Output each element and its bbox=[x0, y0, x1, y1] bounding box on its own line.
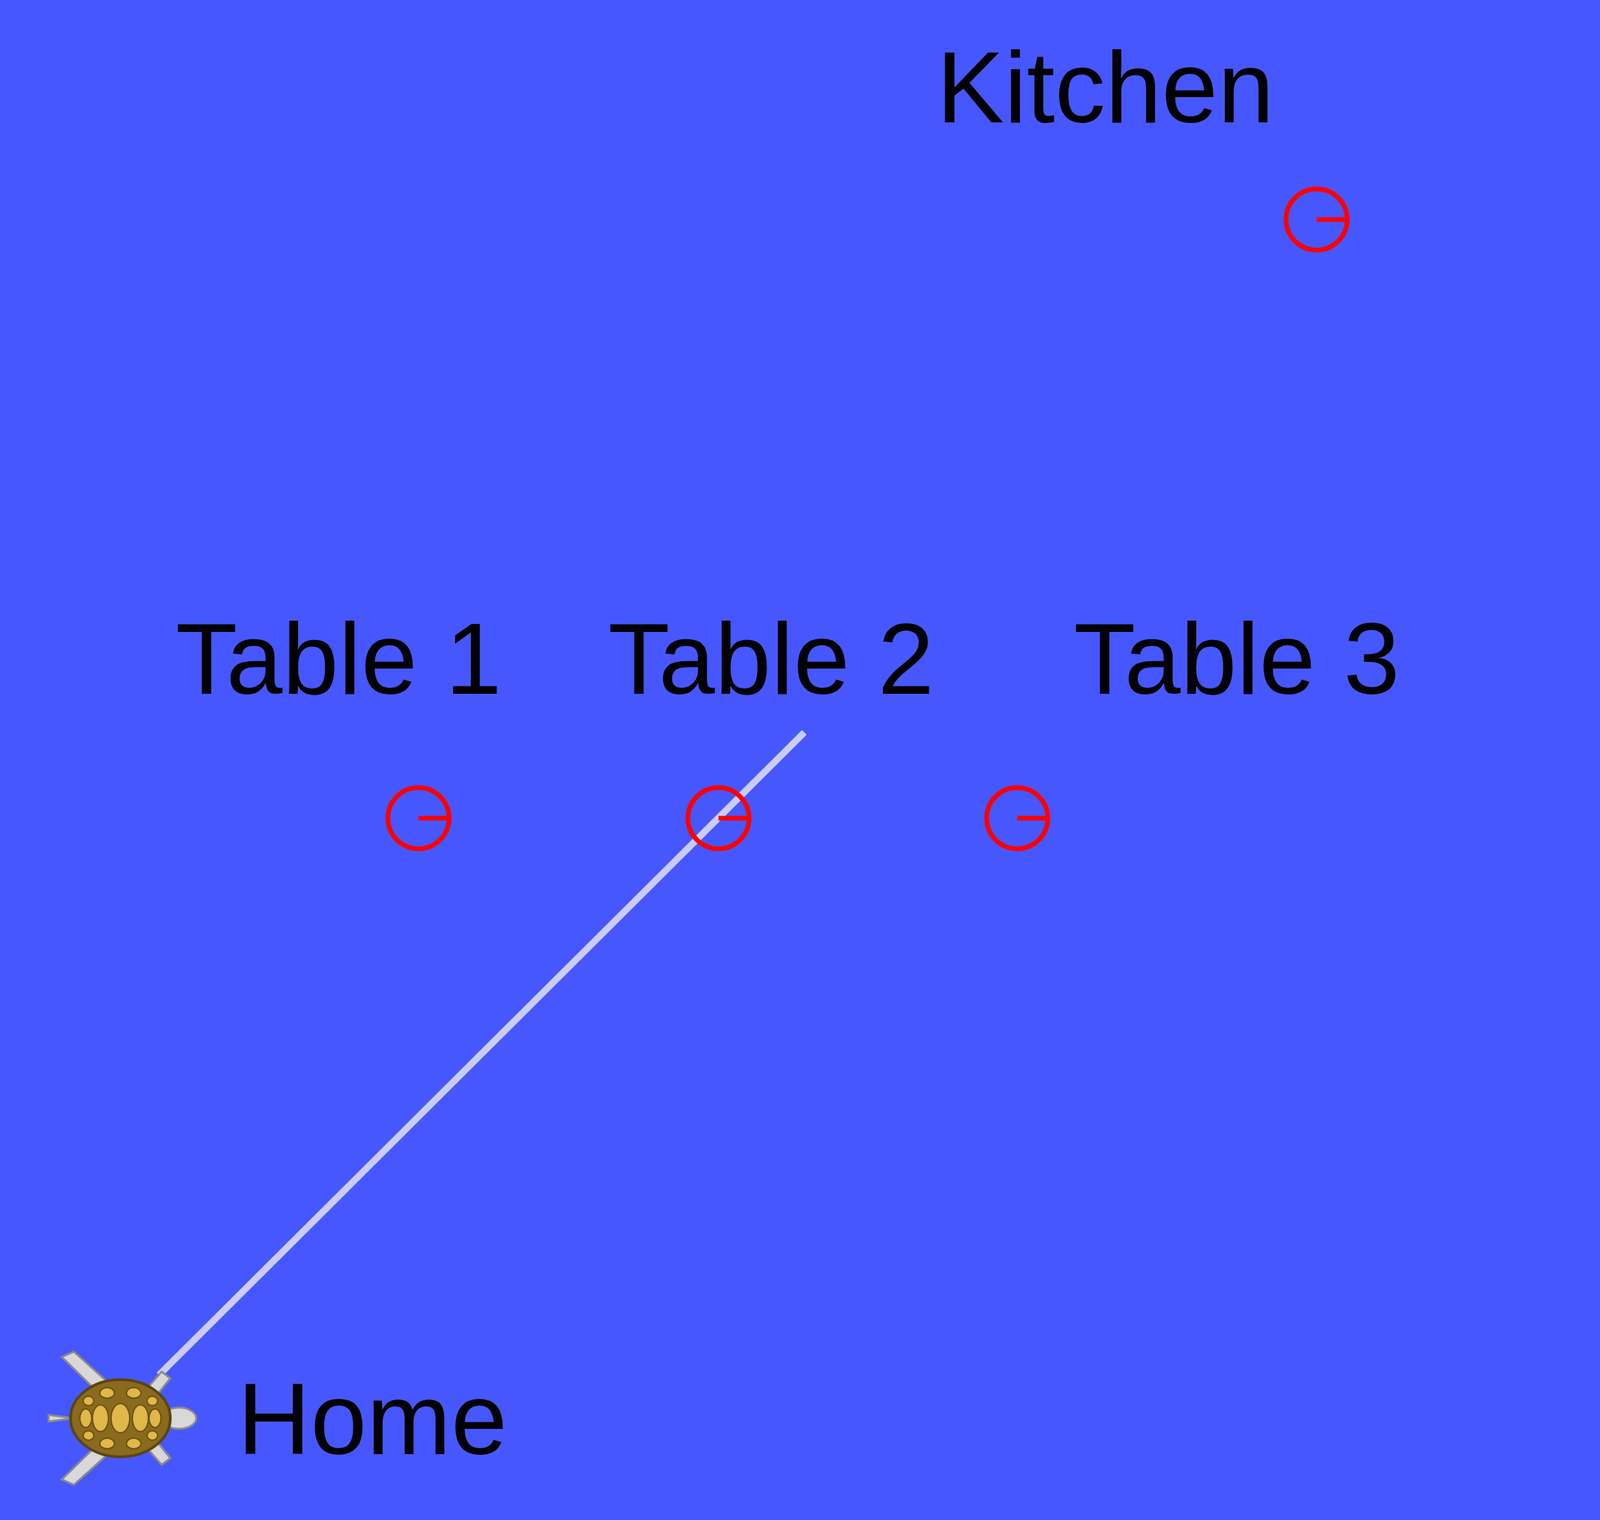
place-label: Table 1 bbox=[175, 608, 502, 710]
place-label: Home bbox=[237, 1368, 507, 1470]
position-markers bbox=[387, 188, 1348, 849]
turtle-path bbox=[159, 732, 805, 1376]
place-label: Kitchen bbox=[936, 36, 1275, 138]
table-marker bbox=[387, 787, 450, 849]
turtle-icon bbox=[48, 1351, 197, 1485]
table-marker bbox=[687, 787, 750, 849]
kitchen-marker bbox=[1285, 188, 1348, 251]
table-marker bbox=[986, 787, 1048, 849]
place-label: Table 3 bbox=[1073, 608, 1400, 710]
place-label: Table 2 bbox=[608, 608, 935, 710]
